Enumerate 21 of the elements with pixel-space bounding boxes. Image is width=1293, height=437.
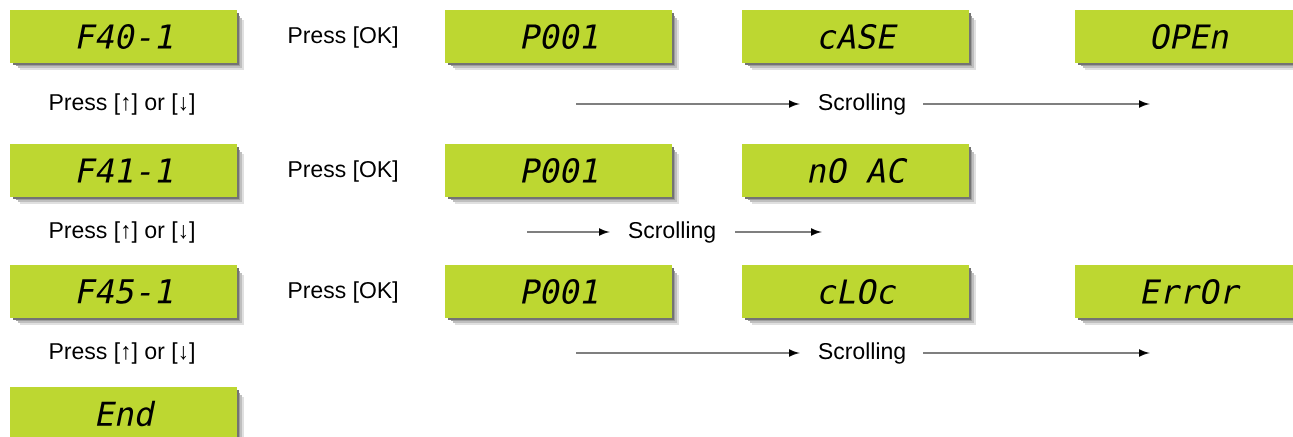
lcd-display: OPEn (1075, 10, 1293, 70)
lcd-display: nO AC (742, 144, 976, 204)
lcd-display: F41-1 (10, 144, 244, 204)
instruction-text: Press [OK] (286, 25, 400, 49)
lcd-display: P001 (445, 10, 679, 70)
lcd-display: cLOc (742, 265, 976, 325)
instruction-text: Scrolling (816, 92, 908, 116)
lcd-display: F40-1 (10, 10, 244, 70)
instruction-text: Scrolling (626, 220, 718, 244)
instruction-text: Press [↑] or [↓] (47, 341, 197, 365)
instruction-text: Press [OK] (286, 159, 400, 183)
instruction-text: Press [↑] or [↓] (47, 92, 197, 116)
instruction-text: Press [OK] (286, 280, 400, 304)
lcd-display: cASE (742, 10, 976, 70)
lcd-display: End (10, 387, 244, 437)
lcd-display: P001 (445, 265, 679, 325)
lcd-display: ErrOr (1075, 265, 1293, 325)
lcd-display: P001 (445, 144, 679, 204)
lcd-display: F45-1 (10, 265, 244, 325)
instruction-text: Press [↑] or [↓] (47, 220, 197, 244)
instruction-text: Scrolling (816, 341, 908, 365)
